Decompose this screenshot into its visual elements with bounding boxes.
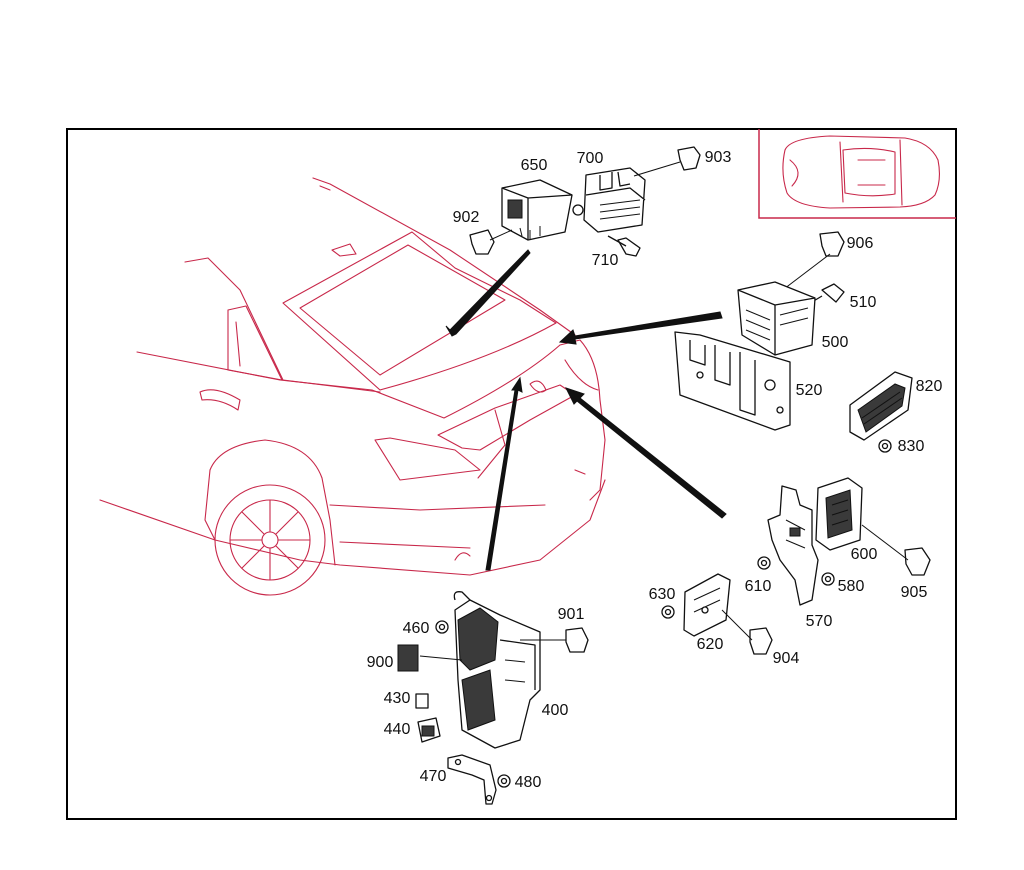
part-820-control-unit: [849, 371, 913, 441]
car-top-view-icon: [782, 135, 941, 209]
part-904-clip: [749, 627, 773, 655]
callout-620: 620: [697, 636, 724, 653]
callout-400: 400: [542, 702, 569, 719]
callout-470: 470: [420, 768, 447, 785]
part-440-relay: [417, 717, 441, 743]
car-rear-view-icon: [99, 177, 606, 596]
part-600-control-unit: [815, 477, 863, 551]
callout-500: 500: [822, 334, 849, 351]
part-500-control-unit: [737, 281, 816, 356]
part-710-screw: [607, 235, 641, 257]
pointer-arrows: [445, 249, 727, 571]
callout-904: 904: [773, 650, 800, 667]
part-400-fuse-box: [453, 591, 541, 749]
part-620-module: [683, 573, 731, 637]
part-902-clip: [469, 229, 495, 255]
callout-440: 440: [384, 721, 411, 738]
part-905-clip: [904, 547, 931, 576]
callout-630: 630: [649, 586, 676, 603]
callout-480: 480: [515, 774, 542, 791]
callout-570: 570: [806, 613, 833, 630]
part-430-relay: [415, 693, 429, 709]
callout-580: 580: [838, 578, 865, 595]
callout-903: 903: [705, 149, 732, 166]
callout-510: 510: [850, 294, 877, 311]
part-510-screw: [811, 283, 845, 303]
part-570-bracket: [767, 485, 819, 606]
callout-430: 430: [384, 690, 411, 707]
part-520-mounting-plate: [674, 331, 791, 431]
callout-900: 900: [367, 654, 394, 671]
diagram-frame: [66, 128, 957, 820]
callout-600: 600: [851, 546, 878, 563]
part-700-module: [572, 161, 681, 233]
callout-520: 520: [796, 382, 823, 399]
callout-710: 710: [592, 252, 619, 269]
part-903-clip: [677, 146, 701, 171]
callout-460: 460: [403, 620, 430, 637]
vehicle-overview-inset: [758, 129, 956, 219]
part-901-clip: [565, 627, 589, 653]
callout-902: 902: [453, 209, 480, 226]
callout-905: 905: [901, 584, 928, 601]
part-900-connector: [397, 644, 463, 672]
callout-820: 820: [916, 378, 943, 395]
callout-labels: 650 700 903 902 710 906 510 500 520 820 …: [367, 149, 943, 791]
callout-901: 901: [558, 606, 585, 623]
callout-906: 906: [847, 235, 874, 252]
callout-610: 610: [745, 578, 772, 595]
callout-700: 700: [577, 150, 604, 167]
part-906-clip: [819, 231, 845, 257]
callout-830: 830: [898, 438, 925, 455]
callout-650: 650: [521, 157, 548, 174]
part-650-control-unit: [501, 179, 573, 241]
part-470-bracket: [447, 754, 497, 805]
